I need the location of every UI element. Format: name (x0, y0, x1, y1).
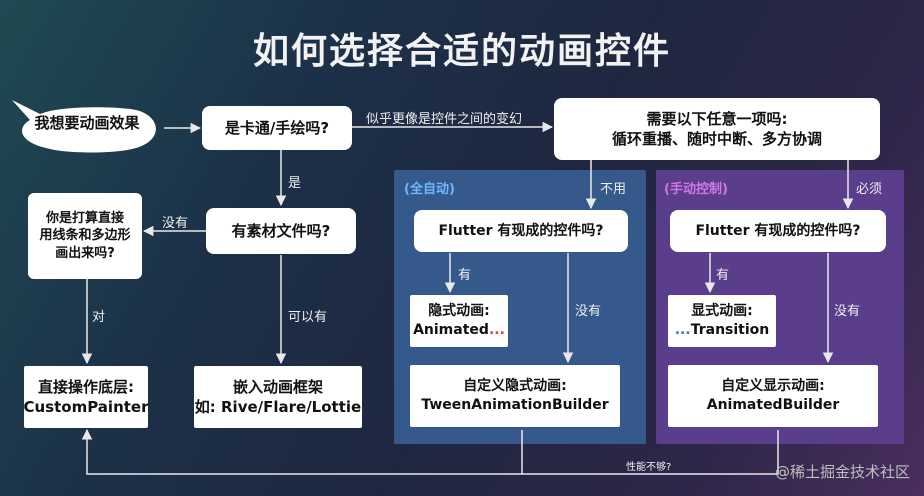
custom-explicit-line1: 自定义显示动画: (721, 378, 825, 395)
custom-painter-line2: CustomPainter (23, 398, 149, 416)
custom-implicit-node: 自定义隐式动画: TweenAnimationBuilder (410, 365, 620, 427)
auto-question-node: Flutter 有现成的控件吗? (414, 210, 628, 252)
diagram-title: 如何选择合适的动画控件 (252, 31, 671, 72)
auto-panel-label: (全自动) (404, 182, 455, 197)
manual-question-label: Flutter 有现成的控件吗? (695, 222, 861, 239)
implicit-animation-node: 隐式动画: Animated... (410, 295, 508, 347)
asset-question-node: 有素材文件吗? (206, 208, 356, 254)
edge-label-yes: 是 (288, 176, 302, 191)
custom-implicit-line1: 自定义隐式动画: (463, 378, 567, 395)
explicit-animation-ellipsis: ... (674, 322, 691, 338)
edge-label-transform: 似乎更像是控件之间的变幻 (366, 112, 523, 127)
cartoon-question-label: 是卡通/手绘吗? (224, 118, 330, 137)
explicit-animation-line2: ...Transition (675, 321, 770, 340)
auto-question-label: Flutter 有现成的控件吗? (438, 222, 604, 239)
edge-label-manual-none: 没有 (834, 304, 861, 319)
need-question-line1: 需要以下任意一项吗: (646, 109, 788, 128)
implicit-animation-line1: 隐式动画: (428, 303, 490, 320)
start-node-label: 我想要动画效果 (34, 114, 140, 132)
edge-label-not-needed: 不用 (600, 182, 627, 197)
manual-panel-label: (手动控制) (664, 182, 728, 197)
watermark-text: @稀土掘金技术社区 (774, 463, 910, 481)
custom-explicit-line2: AnimatedBuilder (706, 397, 840, 413)
implicit-animation-ellipsis: ... (488, 322, 505, 338)
draw-question-node: 你是打算直接 用线条和多边形 画出来吗? (28, 193, 142, 279)
draw-question-line2: 用线条和多边形 (39, 228, 131, 244)
edge-label-right: 对 (92, 310, 106, 325)
edge-label-required: 必须 (856, 182, 883, 197)
custom-painter-node: 直接操作底层: CustomPainter (23, 366, 149, 428)
edge-label-none-draw: 没有 (162, 216, 189, 231)
edge-label-manual-has: 有 (716, 268, 730, 283)
embed-framework-line2: 如: Rive/Flare/Lottie (194, 398, 362, 416)
explicit-animation-suffix: Transition (690, 322, 770, 338)
explicit-animation-node: 显式动画: ...Transition (668, 295, 776, 347)
edge-label-auto-none: 没有 (575, 304, 602, 319)
draw-question-line1: 你是打算直接 (45, 210, 124, 226)
edge-label-auto-has: 有 (458, 268, 472, 283)
custom-explicit-node: 自定义显示动画: AnimatedBuilder (668, 365, 878, 427)
implicit-animation-line2: Animated... (413, 321, 505, 340)
edge-label-ok: 可以有 (288, 310, 328, 325)
edge-label-performance: 性能不够? (626, 462, 672, 473)
embed-framework-line1: 嵌入动画框架 (232, 377, 323, 396)
embed-framework-node: 嵌入动画框架 如: Rive/Flare/Lottie (194, 366, 362, 428)
start-speech-bubble (12, 100, 156, 153)
implicit-animation-prefix: Animated (413, 322, 489, 338)
cartoon-question-node: 是卡通/手绘吗? (202, 106, 352, 150)
need-question-node: 需要以下任意一项吗: 循环重播、随时中断、多方协调 (554, 98, 880, 160)
explicit-animation-line1: 显式动画: (691, 303, 753, 320)
asset-question-label: 有素材文件吗? (231, 221, 331, 240)
custom-implicit-line2: TweenAnimationBuilder (421, 397, 609, 413)
need-question-line2: 循环重播、随时中断、多方协调 (611, 130, 822, 148)
draw-question-line3: 画出来吗? (55, 245, 115, 261)
custom-painter-line1: 直接操作底层: (38, 377, 134, 396)
manual-question-node: Flutter 有现成的控件吗? (670, 210, 886, 252)
